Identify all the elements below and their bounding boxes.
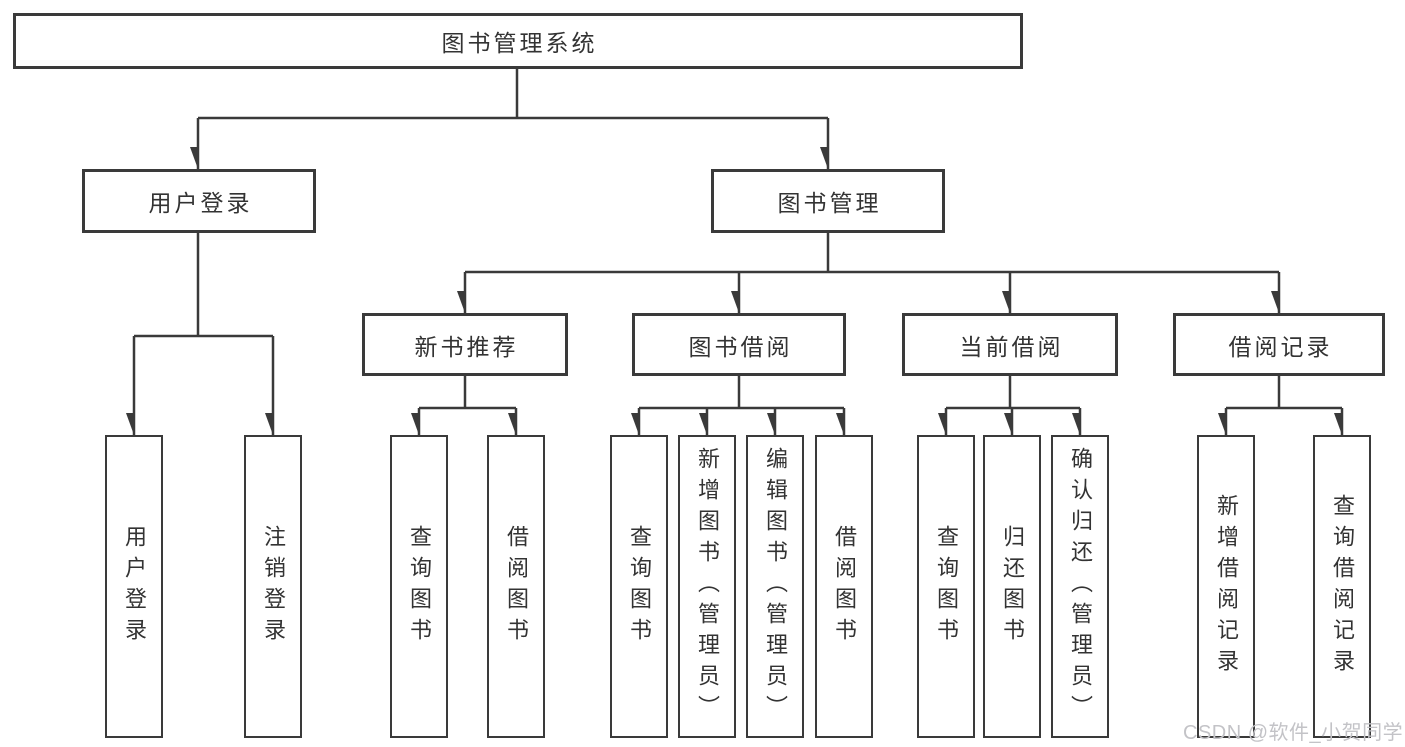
node-book-management: 图书管理 <box>711 169 945 233</box>
node-label: 借阅图书 <box>504 524 529 649</box>
node-label: 用户登录 <box>148 190 253 216</box>
node-leaf-borrow-books-2: 借阅图书 <box>815 435 873 738</box>
node-label: 用户登录 <box>122 524 147 649</box>
watermark: CSDN @软件_小贺同学 <box>1183 722 1404 744</box>
node-library-management-system: 图书管理系统 <box>13 13 1023 69</box>
node-label: 归还图书 <box>1000 524 1025 649</box>
node-label: 图书管理 <box>777 190 882 216</box>
node-leaf-logout: 注销登录 <box>244 435 302 738</box>
connector-group <box>134 69 1344 435</box>
node-label: 编辑图书（管理员） <box>763 447 788 726</box>
node-new-book-recommend: 新书推荐 <box>362 313 568 376</box>
node-leaf-borrow-books-1: 借阅图书 <box>487 435 545 738</box>
node-label: 查询借阅记录 <box>1330 493 1355 680</box>
node-label: 注销登录 <box>261 524 286 649</box>
node-label: 当前借阅 <box>959 333 1064 360</box>
node-leaf-confirm-return-admin: 确认归还（管理员） <box>1051 435 1109 738</box>
node-label: 图书管理系统 <box>441 30 598 56</box>
node-label: 新书推荐 <box>414 333 519 360</box>
node-label: 借阅记录 <box>1228 333 1333 360</box>
node-leaf-edit-books-admin: 编辑图书（管理员） <box>746 435 804 738</box>
node-user-login: 用户登录 <box>82 169 316 233</box>
node-leaf-query-books-2: 查询图书 <box>610 435 668 738</box>
node-label: 图书借阅 <box>688 333 793 360</box>
node-label: 查询图书 <box>627 524 652 649</box>
node-label: 借阅图书 <box>832 524 857 649</box>
node-current-borrowing: 当前借阅 <box>902 313 1118 376</box>
node-leaf-add-books-admin: 新增图书（管理员） <box>678 435 736 738</box>
node-book-borrowing: 图书借阅 <box>632 313 846 376</box>
node-label: 新增借阅记录 <box>1214 493 1239 680</box>
node-leaf-user-login: 用户登录 <box>105 435 163 738</box>
node-borrowing-records: 借阅记录 <box>1173 313 1385 376</box>
node-leaf-query-books-3: 查询图书 <box>917 435 975 738</box>
node-label: 查询图书 <box>407 524 432 649</box>
node-label: 查询图书 <box>934 524 959 649</box>
node-leaf-query-borrow-record: 查询借阅记录 <box>1313 435 1371 738</box>
node-leaf-query-books-1: 查询图书 <box>390 435 448 738</box>
node-label: 确认归还（管理员） <box>1068 447 1093 726</box>
node-leaf-add-borrow-record: 新增借阅记录 <box>1197 435 1255 738</box>
node-label: 新增图书（管理员） <box>695 447 720 726</box>
node-leaf-return-books: 归还图书 <box>983 435 1041 738</box>
